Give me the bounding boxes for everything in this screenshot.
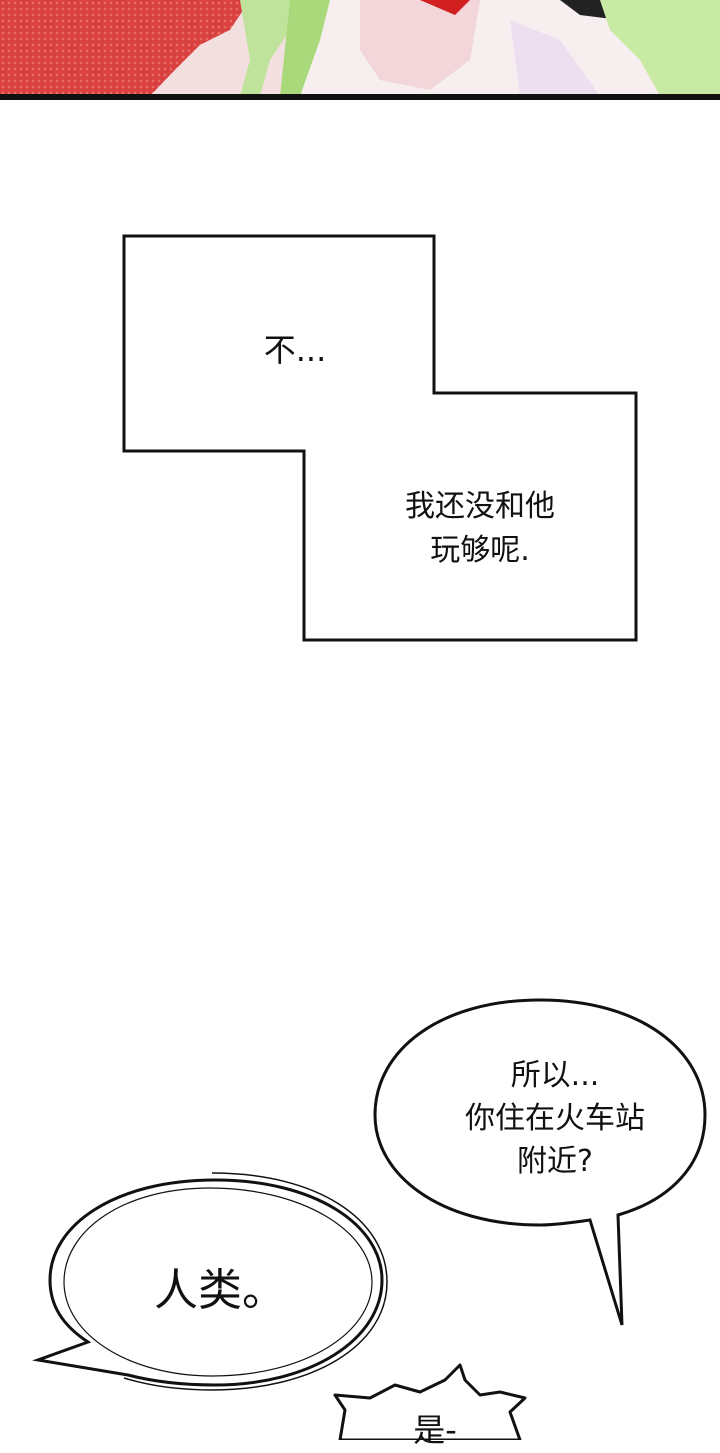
caption-box-outline <box>122 234 638 642</box>
speech-bubble-right <box>373 998 707 1326</box>
bubble-bottom-text: 是- <box>413 1411 457 1449</box>
bubble-right-line-3: 附近? <box>517 1144 593 1179</box>
speech-bubble-left <box>32 1172 388 1391</box>
panel-illustration <box>0 0 720 100</box>
speech-bubbles-art <box>32 998 707 1442</box>
caption-box <box>0 0 720 700</box>
top-art-panel <box>0 0 720 100</box>
caption-text-2b: 玩够呢. <box>430 533 530 568</box>
bubble-right-line-2: 你住在火车站 <box>465 1101 645 1136</box>
speech-bubble-bottom-spiky <box>333 1363 527 1442</box>
bubble-right-line-1: 所以... <box>510 1058 600 1093</box>
speech-bubble-layer <box>0 980 720 1442</box>
caption-text-2a: 我还没和他 <box>405 489 555 524</box>
caption-text-1: 不... <box>263 331 327 369</box>
bubble-left-text: 人类。 <box>154 1265 286 1316</box>
